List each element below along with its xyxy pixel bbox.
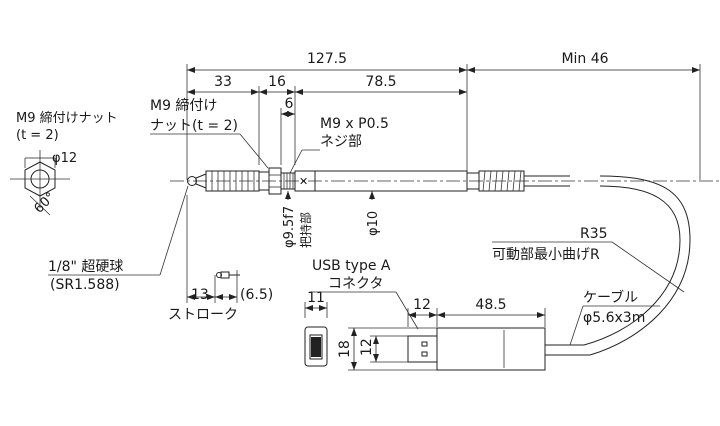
usb-connector-end-view: 11 — [304, 290, 328, 367]
nut-title-line2: (t = 2) — [16, 128, 59, 143]
dim-cable-min: Min 46 — [561, 51, 608, 67]
small-probe-icon — [216, 271, 240, 279]
cable-label-line2: φ5.6x3m — [583, 310, 645, 326]
dim-6-5: (6.5) — [240, 287, 273, 303]
stroke-dimension: 13 (6.5) ストローク — [168, 195, 273, 323]
thread-label-line2: ネジ部 — [320, 134, 362, 150]
dim-12-height: 12 — [359, 338, 375, 356]
stroke-label: ストローク — [168, 307, 238, 323]
usb-label-line2: コネクタ — [328, 276, 383, 292]
nut-side-view: M9 締付けナット (t = 2) φ12 60° — [10, 110, 118, 217]
svg-text:✕: ✕ — [299, 175, 308, 188]
dim-dia12: φ12 — [52, 151, 77, 166]
dim-dia10: φ10 — [366, 211, 381, 236]
dim-12-conn: 12 — [413, 297, 431, 313]
nut-label-line2: ナット(t = 2) — [150, 118, 238, 134]
dim-overall-length: 127.5 — [307, 51, 347, 67]
bend-label-line2: 可動部最小曲げR — [492, 247, 600, 263]
thread-label-line1: M9 x P0.5 — [320, 116, 389, 132]
callouts-top: M9 締付け ナット(t = 2) M9 x P0.5 ネジ部 — [150, 97, 389, 174]
nut-label-line1: M9 締付け — [150, 97, 217, 114]
dim-33: 33 — [214, 74, 232, 90]
dim-11: 11 — [307, 290, 325, 306]
usb-label-line1: USB type A — [312, 258, 391, 274]
ball-label-line1: 1/8" 超硬球 — [48, 259, 123, 275]
diameter-labels: φ9.5f7 把持部 φ10 — [282, 191, 381, 248]
dim-dia9-5: φ9.5f7 — [282, 206, 297, 248]
cable — [545, 175, 691, 356]
usb-connector-side-view: USB type A コネクタ 12 48.5 18 12 — [312, 258, 546, 371]
dim-18: 18 — [337, 340, 353, 358]
dim-13: 13 — [191, 287, 209, 303]
ball-callout: 1/8" 超硬球 (SR1.588) — [48, 185, 189, 293]
bend-label-line1: R35 — [580, 226, 608, 242]
dim-48-5: 48.5 — [475, 297, 506, 313]
callouts-cable: R35 可動部最小曲げR ケーブル φ5.6x3m — [492, 226, 685, 346]
top-dimensions: 127.5 Min 46 33 16 78.5 6 — [186, 51, 701, 180]
ball-label-line2: (SR1.588) — [50, 277, 120, 293]
cable-strain-relief — [478, 170, 525, 192]
grip-label: 把持部 — [298, 212, 313, 248]
dim-16: 16 — [268, 74, 286, 90]
nut-title-line1: M9 締付けナット — [16, 110, 118, 126]
probe-body: ✕ — [170, 167, 720, 195]
cable-label-line1: ケーブル — [583, 289, 638, 306]
dim-78-5: 78.5 — [365, 74, 396, 90]
dim-6: 6 — [285, 96, 294, 112]
